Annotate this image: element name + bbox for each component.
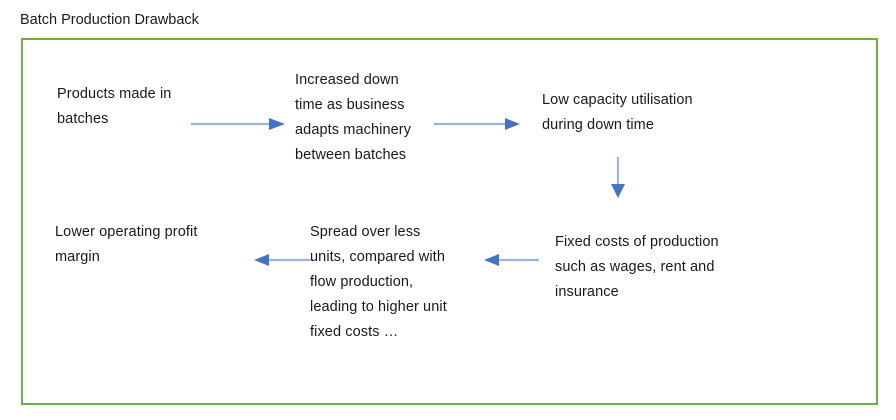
flow-node-low-capacity-utilisation: Low capacity utilisation during down tim… — [542, 92, 693, 133]
flow-node-spread-over-less-units: Spread over less units, compared with fl… — [310, 224, 447, 340]
arrow-spread-to-lowermargin — [254, 254, 313, 266]
flow-node-increased-down-time: Increased down time as business adapts m… — [295, 72, 412, 163]
flow-node-lower-operating-profit-margin: Lower operating profit margin — [55, 224, 198, 265]
flow-node-fixed-costs: Fixed costs of production such as wages,… — [555, 234, 719, 300]
arrow-fixedcosts-to-spread — [484, 254, 539, 266]
diagram-frame: Products made in batches Increased down … — [21, 38, 878, 405]
flow-node-products: Products made in batches — [57, 86, 172, 127]
arrow-lowcapacity-to-fixedcosts — [611, 157, 625, 198]
page-title: Batch Production Drawback — [20, 12, 199, 28]
